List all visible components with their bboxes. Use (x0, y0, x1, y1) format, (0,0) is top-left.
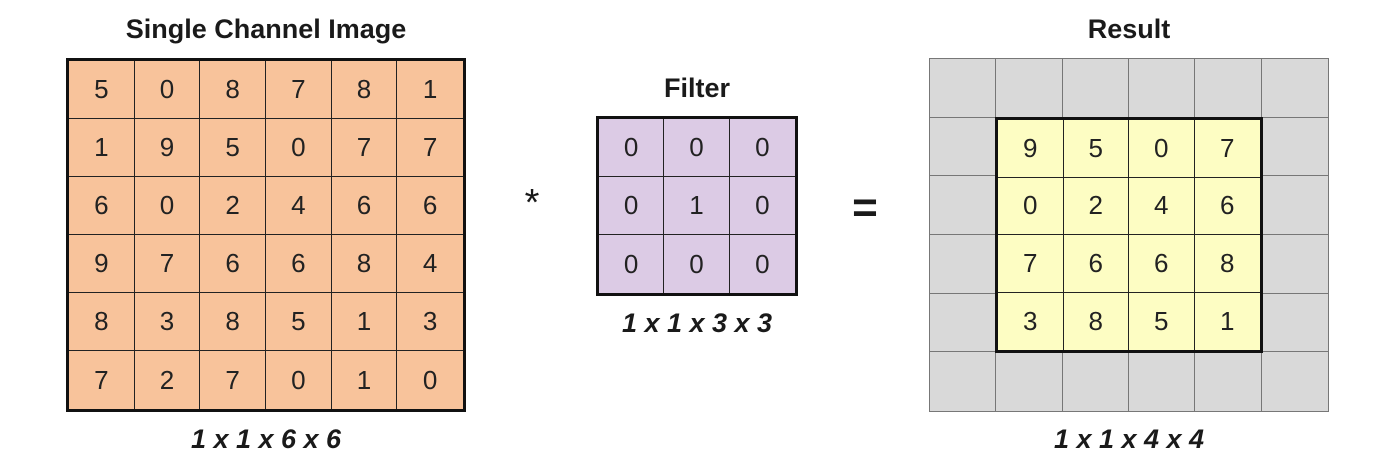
input-cell: 6 (69, 177, 135, 235)
input-cell: 0 (422, 364, 438, 395)
filter-cell: 0 (729, 177, 795, 235)
input-cell: 7 (134, 235, 201, 293)
input-cell: 1 (331, 293, 398, 351)
input-cell: 0 (265, 119, 332, 177)
padding-cell (1261, 294, 1328, 353)
result-cell: 6 (1129, 235, 1195, 293)
result-cell: 8 (1194, 235, 1260, 293)
input-cell: 6 (397, 177, 463, 235)
filter-title: Filter (663, 73, 730, 103)
input-cell: 3 (134, 293, 201, 351)
input-cell: 1 (332, 351, 398, 409)
padding-cell (1261, 235, 1328, 294)
input-cell: 0 (134, 177, 201, 235)
result-cell: 8 (1064, 292, 1129, 350)
input-cell: 8 (331, 61, 398, 119)
input-cell: 2 (200, 177, 266, 235)
input-cell: 7 (200, 351, 266, 409)
padding-cell (930, 176, 997, 235)
input-cell: 6 (200, 235, 266, 293)
result-cell: 3 (998, 292, 1064, 350)
filter-cell: 0 (599, 235, 665, 293)
result-cell: 0 (1129, 120, 1195, 178)
convolution-operator: * (524, 182, 540, 224)
result-cell: 6 (1063, 235, 1129, 293)
result-cell: 9 (998, 120, 1064, 178)
padding-cell (930, 235, 997, 294)
result-title: Result (1087, 14, 1171, 44)
result-cell: 7 (1194, 120, 1260, 178)
input-cell: 6 (331, 177, 398, 235)
padding-cell (930, 293, 997, 353)
filter-shape-label: 1 x 1 x 3 x 3 (621, 308, 773, 338)
input-cell: 8 (200, 61, 266, 119)
input-cell: 6 (265, 235, 332, 293)
result-cell: 4 (1129, 177, 1195, 235)
padding-cell (1261, 118, 1328, 177)
filter-cell: 0 (599, 119, 665, 177)
input-cell: 8 (200, 293, 266, 351)
padding-cell (1195, 59, 1262, 118)
input-cell: 1 (69, 119, 135, 177)
padding-cell (1262, 352, 1328, 411)
padding-cell (1129, 59, 1196, 118)
input-title: Single Channel Image (125, 14, 407, 44)
padding-cell (930, 59, 997, 118)
filter-cell: 0 (664, 119, 730, 177)
padding-cell (930, 117, 997, 177)
result-cell: 7 (998, 235, 1064, 293)
result-cell: 5 (1063, 120, 1129, 178)
result-cell: 2 (1063, 177, 1129, 235)
filter-cell: 0 (664, 235, 730, 293)
input-cell: 7 (69, 351, 135, 409)
padding-cell (1063, 352, 1129, 411)
input-cell: 5 (265, 293, 332, 351)
equals-operator: = (852, 183, 878, 232)
input-cell: 0 (134, 61, 201, 119)
padding-cell (1261, 176, 1328, 235)
input-cell: 7 (265, 61, 332, 119)
input-cell: 7 (331, 119, 398, 177)
padding-cell (1195, 352, 1262, 411)
padding-cell (996, 352, 1063, 411)
input-cell: 5 (200, 119, 266, 177)
input-cell: 9 (134, 119, 201, 177)
input-cell: 8 (69, 293, 135, 351)
result-cell: 1 (1220, 305, 1235, 336)
filter-cell: 1 (664, 177, 730, 235)
result-cell: 5 (1129, 292, 1195, 350)
result-shape-label: 1 x 1 x 4 x 4 (1053, 424, 1205, 454)
input-cell: 4 (397, 235, 463, 293)
input-cell: 1 (397, 61, 463, 119)
padding-cell (930, 352, 997, 411)
result-cell: 0 (998, 177, 1064, 235)
input-cell: 5 (69, 61, 135, 119)
input-cell: 7 (397, 119, 463, 177)
input-cell: 0 (266, 351, 332, 409)
padding-cell (1129, 352, 1196, 411)
result-cell: 6 (1194, 178, 1260, 235)
padding-cell (996, 59, 1063, 118)
input-cell: 3 (397, 293, 463, 351)
input-cell: 8 (331, 235, 398, 293)
filter-cell: 0 (729, 119, 795, 177)
input-cell: 4 (265, 177, 332, 235)
input-cell: 2 (135, 351, 201, 409)
filter-cell: 0 (599, 177, 665, 235)
input-shape-label: 1 x 1 x 6 x 6 (190, 424, 342, 454)
padding-cell (1261, 59, 1328, 118)
filter-cell: 0 (755, 248, 770, 279)
padding-cell (1062, 59, 1129, 118)
input-cell: 9 (69, 235, 135, 293)
